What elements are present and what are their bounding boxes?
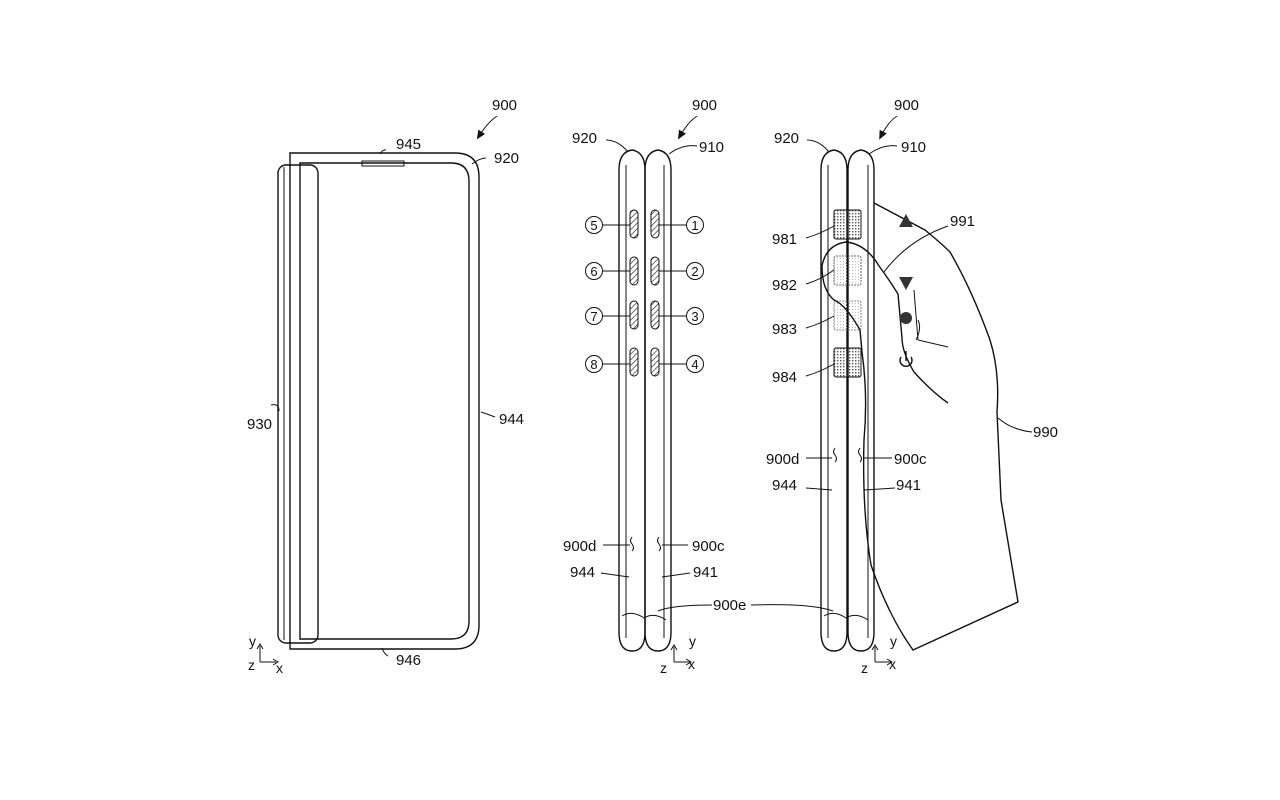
ref-900d-middle: 900d [563,538,596,555]
display-outline [299,162,470,640]
ref-910-right: 910 [901,139,926,156]
button-984 [833,347,862,378]
power-icon [899,351,913,367]
hand-outline [859,202,1019,651]
svg-text:8: 8 [590,357,597,372]
ref-930: 930 [247,416,272,433]
device-outline [289,152,480,650]
volume-up-icon [899,214,913,227]
ref-device-middle: 900 [692,97,717,114]
svg-text:3: 3 [691,309,698,324]
svg-text:1: 1 [691,218,698,233]
svg-text:x: x [688,656,695,672]
ref-981: 981 [772,231,797,248]
volume-down-icon [899,277,913,290]
svg-text:z: z [660,660,667,676]
svg-text:x: x [889,656,896,672]
ref-device-right: 900 [894,97,919,114]
ref-944-middle: 944 [570,564,595,581]
ref-910-middle: 910 [699,139,724,156]
ref-945: 945 [396,136,421,153]
svg-text:z: z [861,660,868,676]
svg-text:x: x [276,660,283,676]
right-housing-outline [644,149,672,652]
left-housing-outline-right [820,149,848,652]
svg-text:6: 6 [590,264,597,279]
camera-notch [361,160,405,167]
svg-text:4: 4 [691,357,698,372]
ref-900e: 900e [713,597,746,614]
axis-indicator-left: y z x [248,633,283,676]
left-housing-outline [618,149,646,652]
view-right-side-hand: 900 920 910 981 982 983 984 991 990 900d… [750,97,1058,676]
svg-text:5: 5 [590,218,597,233]
ref-941-middle: 941 [693,564,718,581]
view-middle-side: 5 6 7 8 1 2 3 4 90 [563,97,746,676]
ref-900d-right: 900d [766,451,799,468]
button-982 [833,255,862,286]
dot-icon [900,312,912,324]
ref-983: 983 [772,321,797,338]
ref-946: 946 [396,652,421,669]
ref-941-right: 941 [896,477,921,494]
ref-device-left: 900 [492,97,517,114]
view-left-front: 900 945 920 930 944 946 y z x [247,97,524,676]
ref-984: 984 [772,369,797,386]
thumb-outline [821,241,949,404]
axis-indicator-right: y z x [861,633,897,676]
svg-text:y: y [689,633,696,649]
ref-982: 982 [772,277,797,294]
ref-920-right: 920 [774,130,799,147]
ref-990: 990 [1033,424,1058,441]
slot-labels-left: 5 6 7 8 [585,216,630,373]
button-983 [833,300,862,331]
ref-920-left: 920 [494,150,519,167]
ref-991: 991 [950,213,975,230]
slot-labels-right: 1 2 3 4 [659,216,704,373]
ref-920-middle: 920 [572,130,597,147]
svg-text:y: y [249,633,256,649]
svg-text:z: z [248,657,255,673]
ref-900c-right: 900c [894,451,927,468]
svg-text:7: 7 [590,309,597,324]
svg-text:y: y [890,633,897,649]
sensor-slots [629,209,660,377]
button-981 [833,209,862,240]
svg-text:2: 2 [691,264,698,279]
ref-944-left: 944 [499,411,524,428]
axis-indicator-middle: y z x [660,633,696,676]
rear-panel-outline [277,164,319,644]
right-housing-outline-right [847,149,875,652]
ref-944-right: 944 [772,477,797,494]
ref-900c-middle: 900c [692,538,725,555]
